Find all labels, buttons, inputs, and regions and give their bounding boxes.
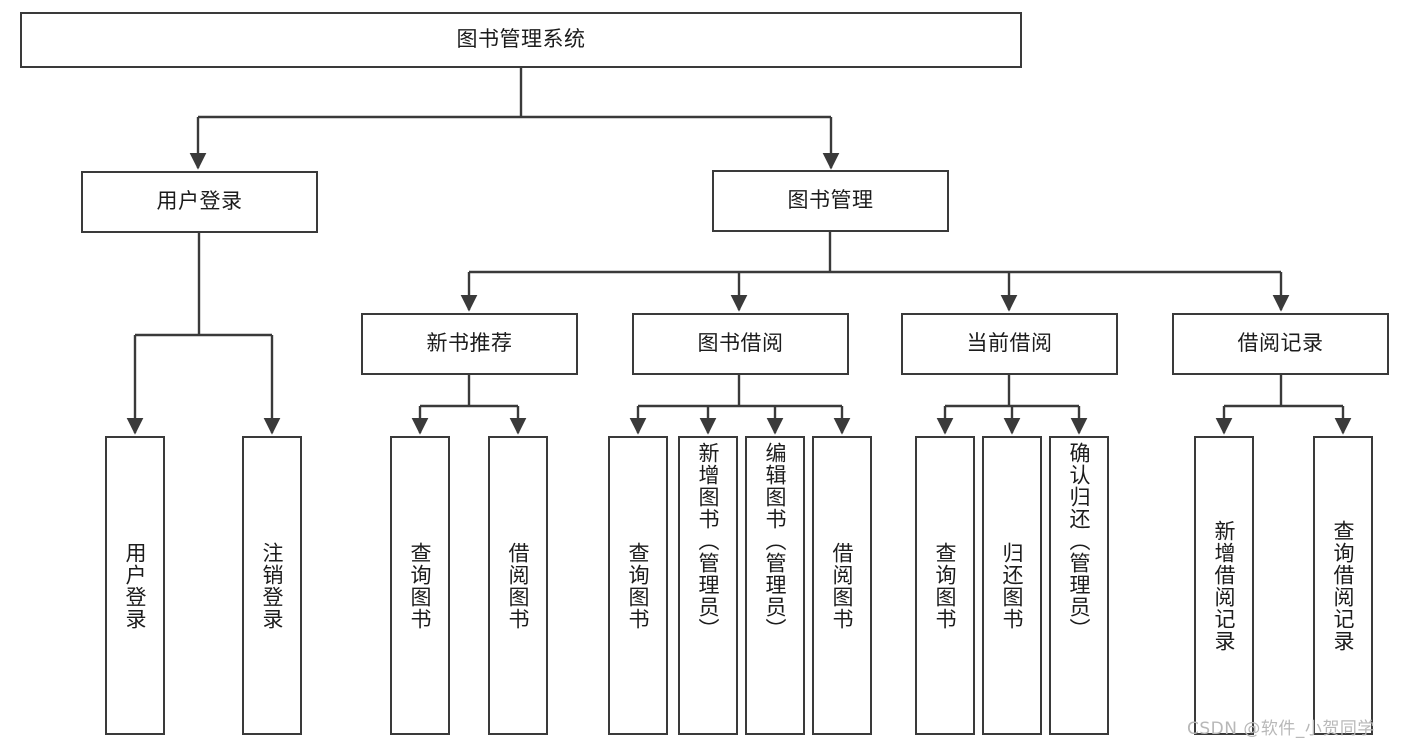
node-book-borrow[interactable]: 图书借阅: [632, 313, 849, 375]
node-leaf-borrow-book-2[interactable]: 借阅图书: [812, 436, 872, 735]
node-root[interactable]: 图书管理系统: [20, 12, 1022, 68]
node-leaf-user-login-label: 用户登录: [123, 541, 148, 630]
node-leaf-borrow-book-1-label: 借阅图书: [506, 541, 531, 630]
node-leaf-confirm-return-label: 确认归还（管理员）: [1067, 442, 1092, 640]
node-book-manage-label: 图书管理: [787, 188, 874, 213]
node-leaf-query-book-1-label: 查询图书: [408, 541, 433, 630]
node-leaf-query-book-3[interactable]: 查询图书: [915, 436, 975, 735]
node-leaf-return-book[interactable]: 归还图书: [982, 436, 1042, 735]
node-leaf-query-record[interactable]: 查询借阅记录: [1313, 436, 1373, 735]
node-leaf-borrow-book-1[interactable]: 借阅图书: [488, 436, 548, 735]
node-current-borrow-label: 当前借阅: [966, 331, 1053, 356]
node-leaf-logout[interactable]: 注销登录: [242, 436, 302, 735]
node-leaf-add-book[interactable]: 新增图书（管理员）: [678, 436, 738, 735]
node-leaf-query-record-label: 查询借阅记录: [1331, 519, 1356, 652]
node-leaf-confirm-return[interactable]: 确认归还（管理员）: [1049, 436, 1109, 735]
node-new-book-rec[interactable]: 新书推荐: [361, 313, 578, 375]
node-leaf-add-record-label: 新增借阅记录: [1212, 519, 1237, 652]
node-leaf-return-book-label: 归还图书: [1000, 541, 1025, 630]
node-leaf-edit-book[interactable]: 编辑图书（管理员）: [745, 436, 805, 735]
node-new-book-rec-label: 新书推荐: [426, 331, 513, 356]
node-book-manage[interactable]: 图书管理: [712, 170, 949, 232]
node-user-login-label: 用户登录: [156, 189, 243, 214]
node-borrow-record[interactable]: 借阅记录: [1172, 313, 1389, 375]
node-book-borrow-label: 图书借阅: [697, 331, 784, 356]
node-root-label: 图书管理系统: [456, 27, 586, 52]
node-leaf-query-book-2[interactable]: 查询图书: [608, 436, 668, 735]
node-current-borrow[interactable]: 当前借阅: [901, 313, 1118, 375]
node-borrow-record-label: 借阅记录: [1237, 331, 1324, 356]
node-leaf-query-book-1[interactable]: 查询图书: [390, 436, 450, 735]
node-user-login[interactable]: 用户登录: [81, 171, 318, 233]
node-leaf-borrow-book-2-label: 借阅图书: [830, 541, 855, 630]
node-leaf-query-book-3-label: 查询图书: [933, 541, 958, 630]
node-leaf-query-book-2-label: 查询图书: [626, 541, 651, 630]
node-leaf-add-record[interactable]: 新增借阅记录: [1194, 436, 1254, 735]
node-leaf-logout-label: 注销登录: [260, 541, 285, 630]
node-leaf-edit-book-label: 编辑图书（管理员）: [763, 442, 788, 640]
node-leaf-add-book-label: 新增图书（管理员）: [696, 442, 721, 640]
node-leaf-user-login[interactable]: 用户登录: [105, 436, 165, 735]
